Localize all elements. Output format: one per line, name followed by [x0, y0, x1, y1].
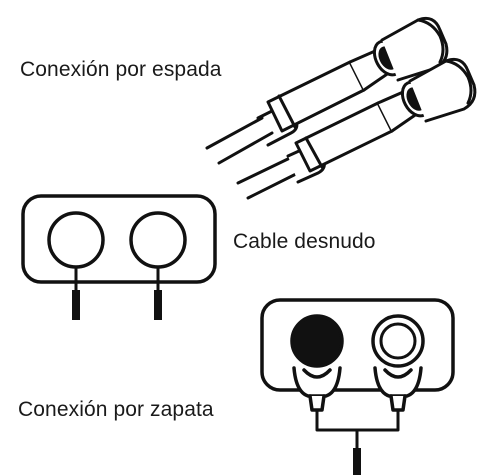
spade-plug-lower [236, 57, 477, 200]
bare-wire-label: Cable desnudo [233, 230, 376, 253]
spade-plug-upper [205, 16, 449, 165]
bare-wire-terminal [21, 194, 217, 320]
spade-connection-label: Conexión por espada [20, 58, 222, 81]
spade-lug-terminal [260, 298, 455, 475]
spade-lug-connection-label: Conexión por zapata [18, 398, 214, 421]
